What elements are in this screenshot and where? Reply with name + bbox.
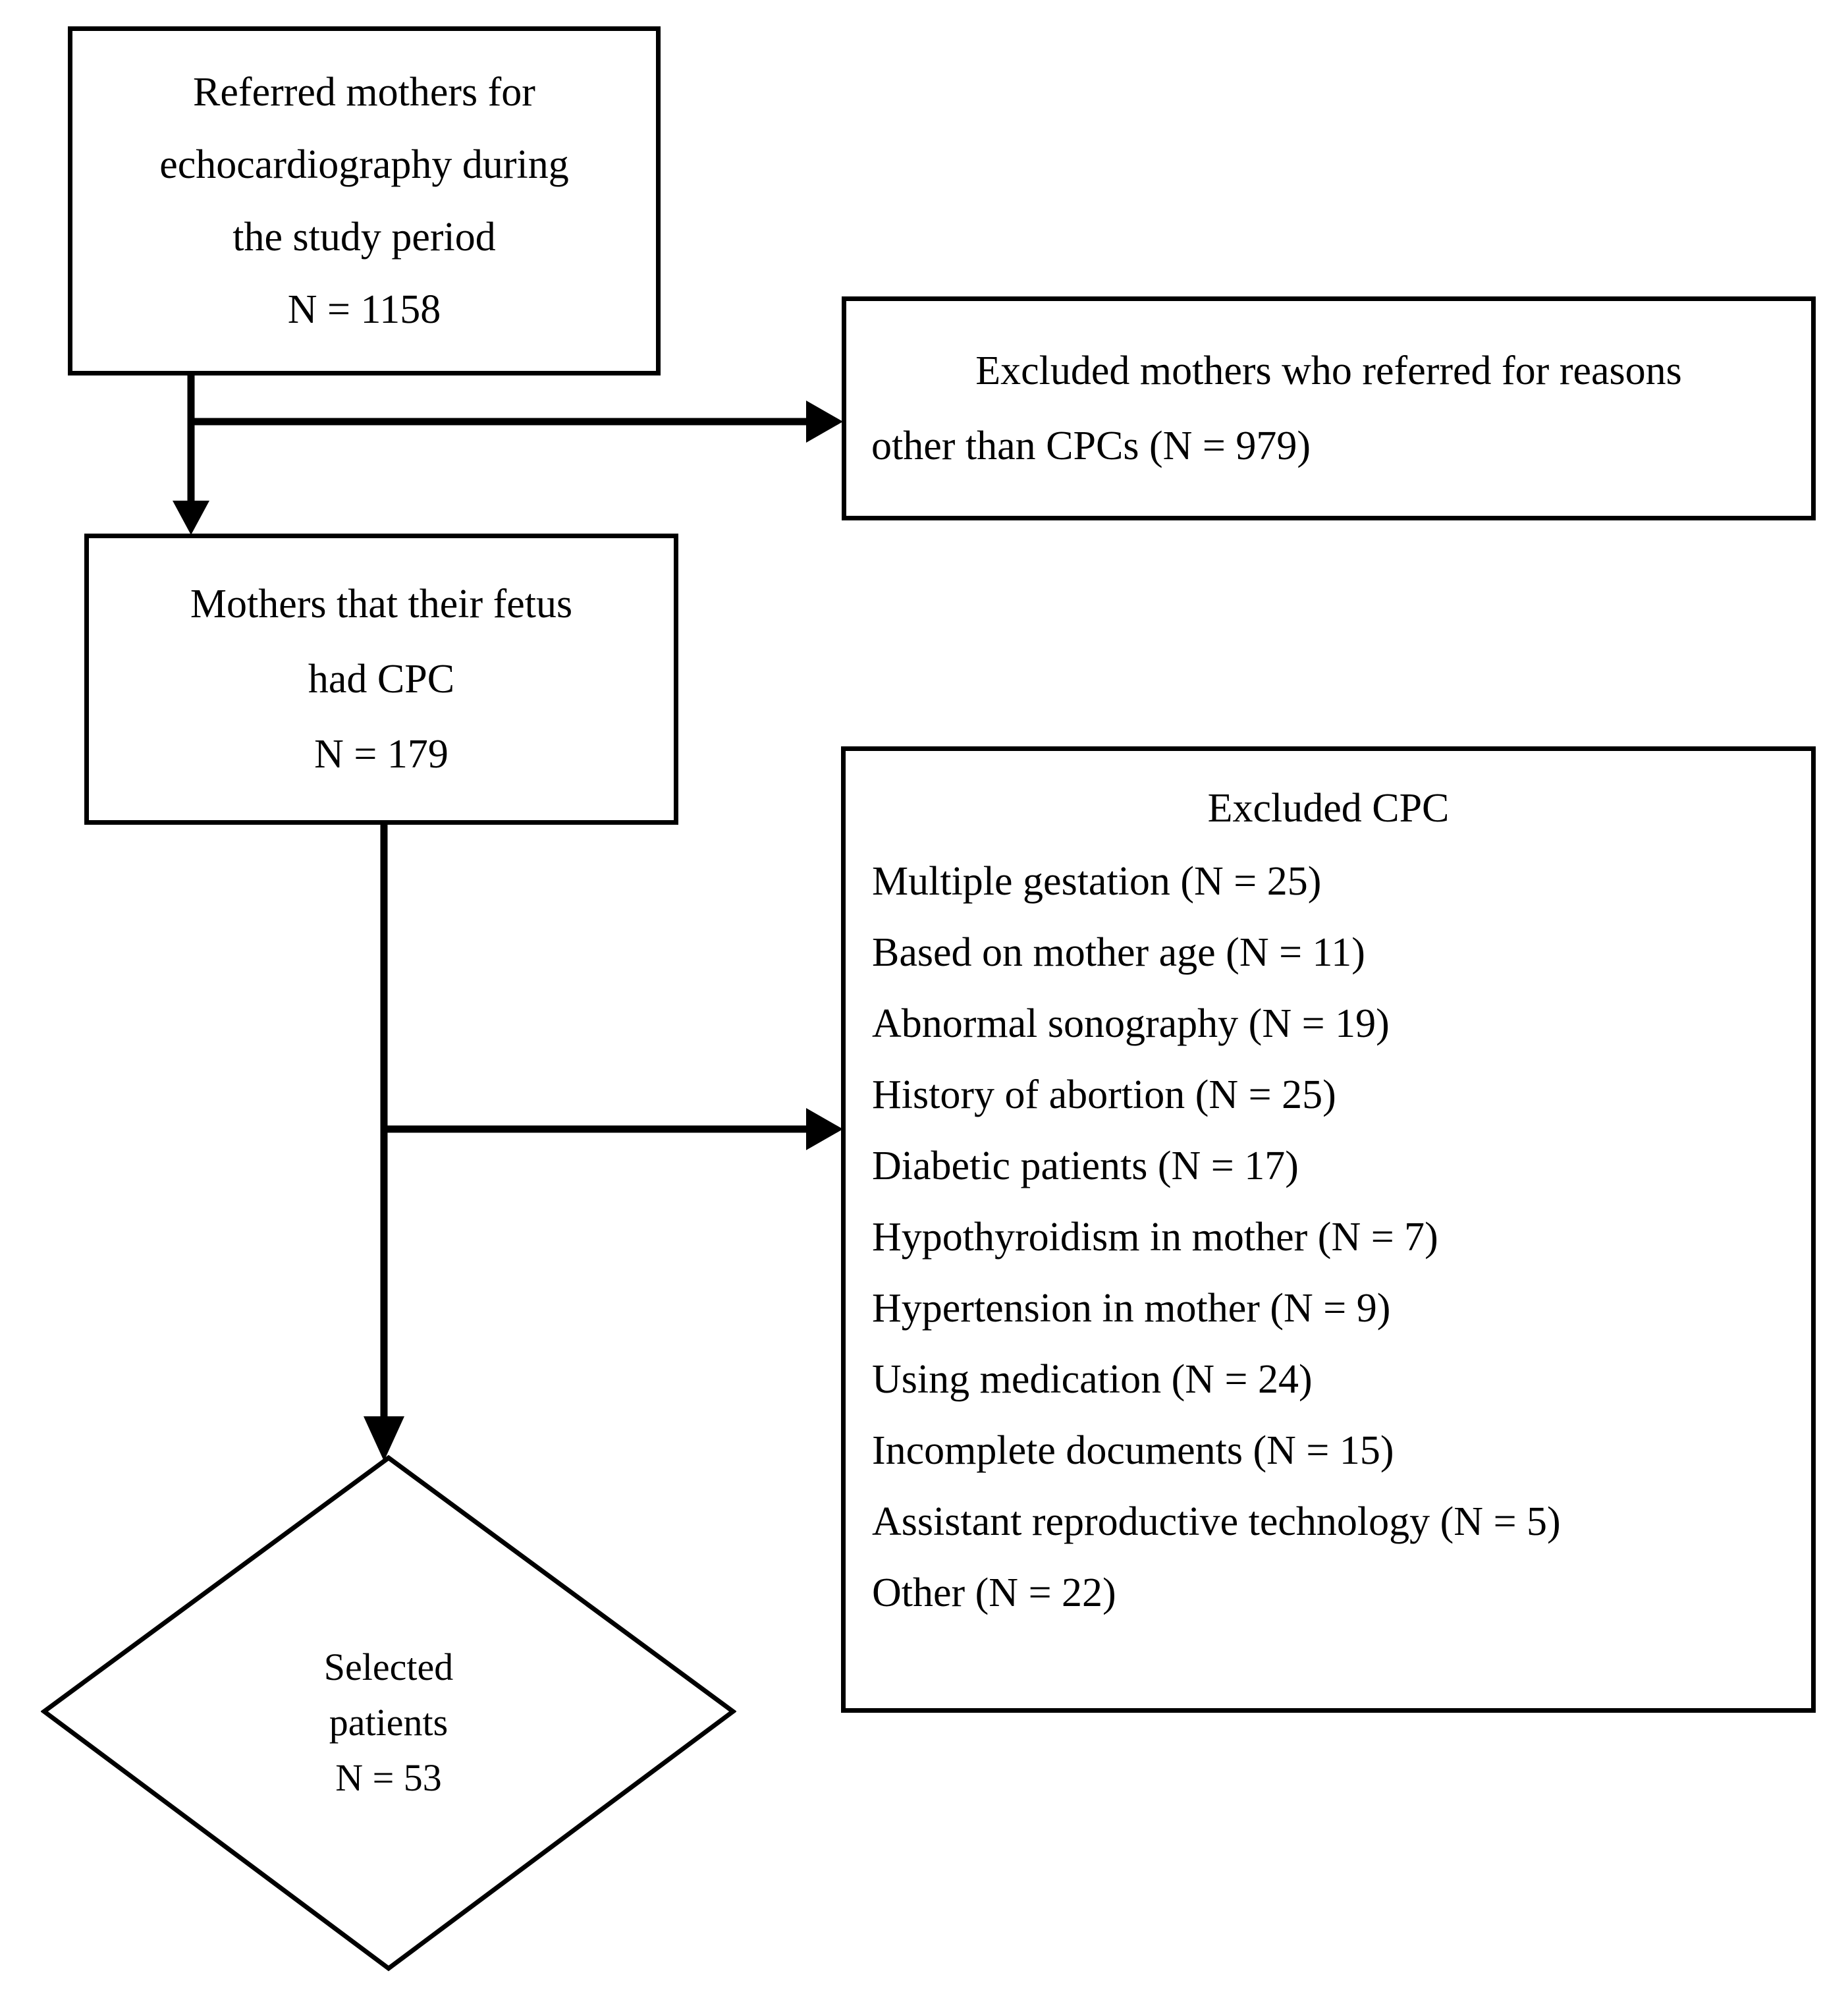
- excluded-cpc-item: Multiple gestation (N = 25): [872, 859, 1322, 904]
- excluded-cpc-item: Other (N = 22): [872, 1570, 1116, 1615]
- diamond-shape: [41, 1455, 736, 1972]
- node-cpc-count: N = 179: [314, 732, 448, 777]
- node-excluded-mothers-header: Excluded mothers who referred for reason…: [975, 348, 1682, 393]
- node-excluded-cpc: Excluded CPC Multiple gestation (N = 25)…: [841, 746, 1816, 1713]
- node-selected-line-1: Selected: [323, 1646, 454, 1688]
- excluded-cpc-item: Assistant reproductive technology (N = 5…: [872, 1499, 1561, 1544]
- excluded-cpc-item: History of abortion (N = 25): [872, 1072, 1336, 1117]
- diamond-label-group: Selected patients N = 53: [41, 1631, 736, 1814]
- node-referred-mothers: Referred mothers for echocardiography du…: [68, 26, 661, 375]
- node-cpc-line-1: Mothers that their fetus: [190, 582, 573, 626]
- node-excluded-mothers-subline: other than CPCs (N = 979): [871, 424, 1311, 468]
- excluded-cpc-item: Using medication (N = 24): [872, 1357, 1313, 1402]
- excluded-cpc-item: Based on mother age (N = 11): [872, 930, 1365, 975]
- node-selected-patients: Selected patients N = 53: [41, 1455, 736, 1972]
- node-selected-line-2: patients: [329, 1701, 448, 1744]
- excluded-cpc-item: Incomplete documents (N = 15): [872, 1428, 1394, 1473]
- node-mothers-with-cpc: Mothers that their fetus had CPC N = 179: [84, 534, 678, 825]
- edge-referred-to-excluded-mothers: [191, 401, 843, 443]
- excluded-cpc-item: Hypertension in mother (N = 9): [872, 1286, 1391, 1331]
- node-referred-line-1: Referred mothers for: [193, 70, 535, 115]
- node-referred-line-3: the study period: [232, 215, 496, 260]
- node-selected-count: N = 53: [335, 1756, 442, 1799]
- node-excluded-mothers: Excluded mothers who referred for reason…: [842, 296, 1816, 520]
- edge-cpc-to-selected: [364, 825, 404, 1461]
- node-excluded-cpc-title: Excluded CPC: [1207, 786, 1450, 831]
- edge-referred-to-cpc: [173, 375, 209, 535]
- node-cpc-line-2: had CPC: [308, 657, 455, 702]
- node-referred-count: N = 1158: [287, 287, 441, 332]
- excluded-cpc-item: Diabetic patients (N = 17): [872, 1144, 1299, 1188]
- node-referred-line-2: echocardiography during: [159, 142, 569, 187]
- edge-cpc-to-excluded-cpc: [384, 1108, 843, 1150]
- excluded-cpc-item: Abnormal sonography (N = 19): [872, 1001, 1390, 1046]
- excluded-cpc-item: Hypothyroidism in mother (N = 7): [872, 1215, 1438, 1260]
